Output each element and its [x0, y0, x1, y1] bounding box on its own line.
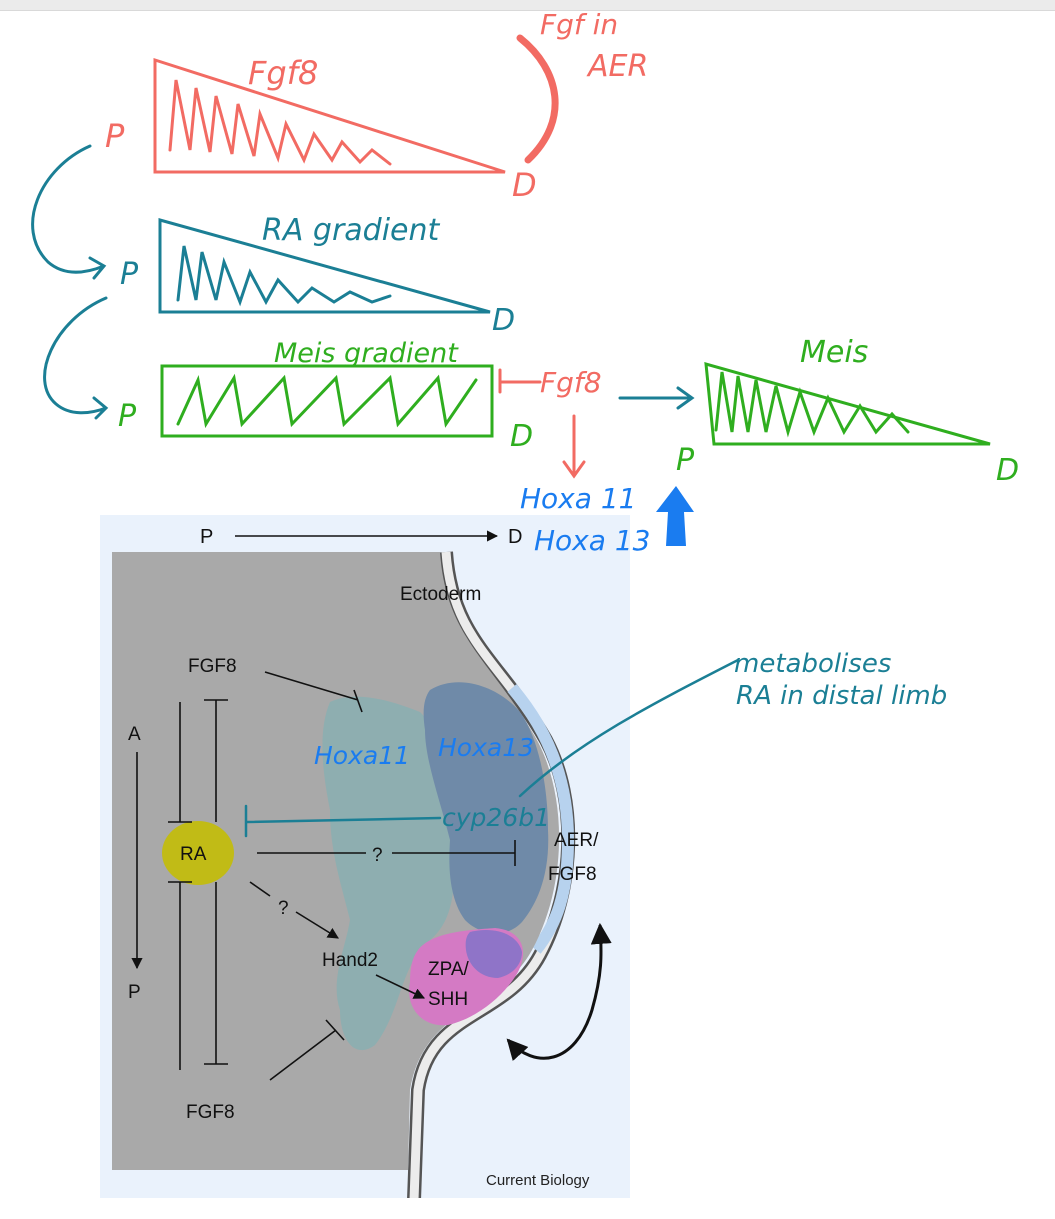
hoxa11-domain [322, 696, 454, 1051]
ra-to-hand2-arrow-a [249, 881, 271, 897]
figure-axis-p2-label: P [128, 982, 141, 1003]
meis-wedge-d: D [996, 453, 1019, 488]
zpa-label-line1: ZPA/ [428, 959, 470, 980]
ra-wedge-p: P [120, 257, 139, 292]
aer-label-line1: AER/ [554, 830, 599, 851]
fgf-in-aer-line2: AER [586, 49, 648, 84]
meis-wedge-label: Meis [800, 335, 868, 370]
limb-bud-figure: P D Ectoderm A P FGF8 F [100, 515, 630, 1198]
window-top-bar [0, 0, 1055, 11]
curved-arrow-ra-to-meis [43, 296, 109, 420]
thick-up-arrow-icon [656, 486, 694, 546]
fgf8-gradient-wedge [153, 57, 506, 174]
question-mark-1: ? [372, 845, 383, 866]
meis-gradient-box [160, 364, 494, 438]
ra-label: RA [180, 844, 207, 865]
curved-arrow-fgf8-to-ra [31, 144, 107, 280]
aer-band [507, 684, 575, 954]
meis-box-p: P [118, 399, 137, 434]
cyp26b1-inhibits-ra [244, 804, 442, 838]
ra-blob [162, 821, 234, 885]
fgf8-inhibits-meis [498, 368, 542, 394]
zpa-label-line2: SHH [428, 989, 468, 1010]
hand2-to-zpa-arrow [375, 974, 426, 999]
meis-box-d: D [510, 419, 533, 454]
arrow-to-meis-wedge [618, 386, 695, 410]
ra-gradient-wedge [158, 218, 491, 314]
cyp-note-line1: metabolises [734, 649, 891, 679]
cyp-note-line2: RA in distal limb [736, 681, 947, 711]
hoxa13-domain [423, 682, 549, 934]
meis-wedge-p: P [676, 443, 695, 478]
figure-axis-d-label: D [508, 526, 522, 548]
figure-axis-p-label: P [200, 526, 213, 548]
fgf8-wedge-p: P [105, 117, 125, 155]
fgf8-to-hoxa-arrow [562, 414, 586, 479]
cyp26b1-label: cyp26b1 [442, 803, 550, 832]
aer-zpa-feedback-arrow [506, 922, 612, 1062]
hand2-label: Hand2 [322, 950, 378, 971]
fgf8-top-label: FGF8 [188, 656, 237, 677]
cyp-note-pointer [518, 658, 740, 798]
fgf-in-aer-line1: Fgf in [540, 8, 618, 41]
hoxa13-region-label: Hoxa13 [438, 733, 534, 762]
ra-wedge-d: D [492, 303, 515, 338]
ra-to-hand2-arrow-b [295, 911, 339, 939]
figure-axis-a-label: A [128, 724, 141, 745]
ra-wedge-label: RA gradient [262, 213, 441, 248]
meis-gradient-wedge [704, 361, 991, 446]
meis-box-label: Meis gradient [274, 338, 459, 369]
hoxa11-region-label: Hoxa11 [314, 741, 410, 770]
fgf8-wedge-d: D [512, 166, 537, 204]
hoxa13-target: Hoxa 13 [534, 524, 650, 557]
gradient-inhibition-bars [168, 671, 516, 1081]
inhibitor-fgf8-label: Fgf8 [540, 366, 602, 399]
credit-label: Current Biology [486, 1172, 590, 1189]
fgf8-wedge-label: Fgf8 [248, 54, 318, 92]
question-mark-2: ? [278, 898, 289, 919]
ectoderm-label: Ectoderm [400, 584, 481, 605]
aer-bracket [516, 34, 559, 164]
fgf8-bottom-label: FGF8 [186, 1102, 235, 1123]
aer-label-line2: FGF8 [548, 864, 597, 885]
hoxa11-target: Hoxa 11 [520, 482, 636, 515]
